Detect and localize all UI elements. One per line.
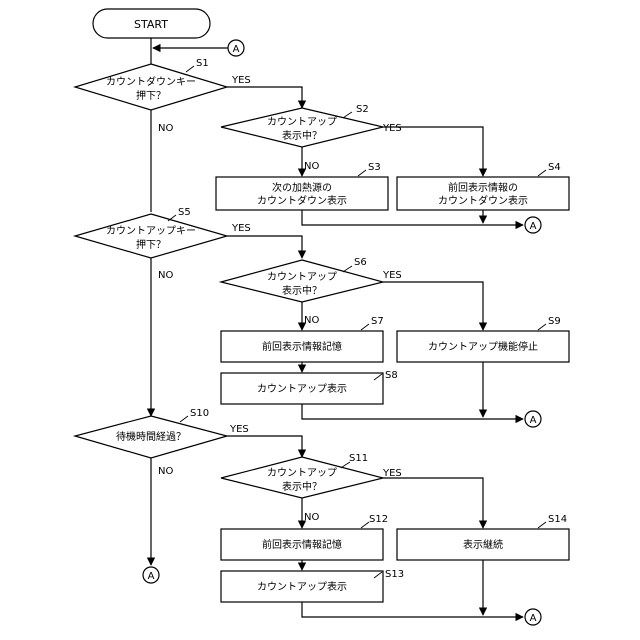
connector-a-s3s4: A — [525, 217, 541, 233]
connector-label: A — [530, 415, 537, 426]
s5-no-label: NO — [158, 270, 173, 281]
process-s3-line2: カウントダウン表示 — [257, 194, 347, 207]
process-s9-line1: カウントアップ機能停止 — [428, 340, 538, 353]
step-label-s1: S1 — [196, 58, 209, 69]
edge-s1-yes — [227, 87, 302, 108]
connector-a-s10-no: A — [143, 567, 159, 583]
decision-s11-line1: カウントアップ — [267, 467, 337, 479]
start-label: START — [134, 18, 168, 31]
edge-s11-yes — [383, 478, 483, 528]
decision-s2-line1: カウントアップ — [267, 116, 337, 128]
s1-yes-label: YES — [231, 75, 251, 86]
decision-s5-line2: 押下？ — [136, 238, 166, 251]
decision-s6-line1: カウントアップ — [267, 271, 337, 283]
step-tick — [538, 170, 546, 176]
decision-s1: カウントダウンキー 押下？ S1 — [75, 58, 227, 110]
s10-no-label: NO — [158, 466, 173, 477]
process-s8: カウントアップ表示 S8 — [221, 370, 398, 404]
step-label-s9: S9 — [548, 316, 561, 327]
process-s8-line1: カウントアップ表示 — [257, 382, 347, 395]
edge-s2-yes — [383, 127, 483, 176]
step-tick — [343, 112, 352, 118]
connector-label: A — [530, 613, 537, 624]
edge-s13-a — [302, 602, 523, 617]
process-s7-line1: 前回表示情報記憶 — [262, 340, 342, 353]
s11-no-label: NO — [304, 512, 319, 523]
connector-label: A — [148, 571, 155, 582]
edge-s6-yes — [383, 282, 483, 330]
decision-s6: カウントアップ 表示中？ S6 — [221, 257, 383, 302]
s5-yes-label: YES — [231, 223, 251, 234]
connector-a-s13s14: A — [525, 609, 541, 625]
decision-s11: カウントアップ 表示中？ S11 — [221, 453, 383, 498]
step-tick — [538, 324, 546, 330]
s6-no-label: NO — [304, 315, 319, 326]
connector-a-s8s9: A — [525, 411, 541, 427]
step-label-s13: S13 — [385, 569, 404, 580]
step-label-s5: S5 — [178, 207, 191, 218]
decision-s2: カウントアップ 表示中？ S2 — [221, 104, 383, 147]
step-label-s4: S4 — [548, 162, 561, 173]
process-s4-line1: 前回表示情報の — [448, 181, 518, 194]
step-label-s14: S14 — [548, 514, 567, 525]
process-s12-line1: 前回表示情報記憶 — [262, 538, 342, 551]
connector-a-top: A — [228, 40, 244, 56]
step-tick — [186, 66, 194, 72]
step-label-s12: S12 — [369, 514, 388, 525]
step-tick — [361, 522, 369, 528]
decision-s1-line2: 押下？ — [136, 89, 166, 102]
s10-yes-label: YES — [229, 424, 249, 435]
connector-label: A — [233, 44, 240, 55]
s1-no-label: NO — [158, 123, 173, 134]
step-tick — [180, 416, 188, 422]
step-label-s6: S6 — [354, 257, 367, 268]
process-s3-line1: 次の加熱源の — [272, 181, 332, 194]
step-label-s11: S11 — [349, 453, 368, 464]
decision-s5: カウントアップキー 押下？ S5 — [75, 207, 227, 258]
s2-no-label: NO — [304, 161, 319, 172]
decision-s11-line2: 表示中？ — [282, 480, 322, 493]
step-label-s2: S2 — [356, 104, 369, 115]
edge-s10-yes — [227, 436, 302, 457]
s6-yes-label: YES — [382, 270, 402, 281]
step-label-s10: S10 — [190, 408, 209, 419]
step-label-s8: S8 — [385, 370, 398, 381]
step-label-s7: S7 — [371, 316, 384, 327]
edge-s5-yes — [227, 236, 302, 258]
edge-s8-a — [302, 404, 523, 419]
step-tick — [361, 324, 369, 330]
process-s13: カウントアップ表示 S13 — [221, 569, 404, 602]
s11-yes-label: YES — [382, 468, 402, 479]
s2-yes-label: YES — [382, 123, 402, 134]
start-terminal: START — [93, 9, 210, 38]
decision-s1-line1: カウントダウンキー — [106, 75, 196, 88]
step-tick — [358, 170, 366, 176]
decision-s5-line1: カウントアップキー — [106, 225, 196, 237]
process-s13-line1: カウントアップ表示 — [257, 580, 347, 593]
step-tick — [343, 266, 352, 272]
decision-s6-line2: 表示中？ — [282, 284, 322, 297]
decision-s10: 待機時間経過？ S10 — [75, 408, 227, 458]
step-label-s3: S3 — [368, 162, 381, 173]
decision-s10-line1: 待機時間経過？ — [116, 430, 186, 443]
process-s4-line2: カウントダウン表示 — [438, 194, 528, 207]
connector-label: A — [530, 221, 537, 232]
step-tick — [538, 522, 546, 528]
edge-s3-a — [302, 210, 523, 225]
decision-s2-line2: 表示中？ — [282, 129, 322, 142]
process-s14-line1: 表示継続 — [463, 538, 503, 551]
